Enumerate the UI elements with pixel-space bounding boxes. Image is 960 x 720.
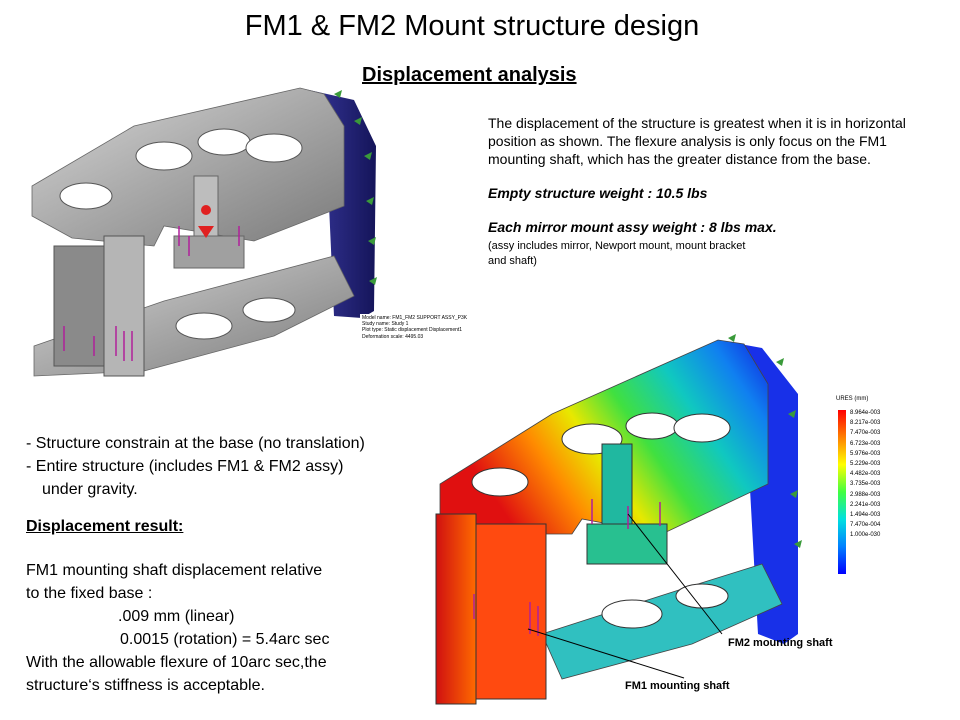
- legend-value: 3.735e-003: [850, 481, 881, 488]
- analysis-notes: - Structure constrain at the base (no tr…: [26, 432, 446, 697]
- linear-displacement: .009 mm (linear): [118, 608, 235, 625]
- assy-note-line: and shaft): [488, 255, 537, 267]
- slide-title: FM1 & FM2 Mount structure design: [244, 10, 700, 42]
- legend-value: 5.976e-003: [850, 450, 881, 457]
- legend-value: 2.241e-003: [850, 501, 881, 508]
- model-info-line: Study name: Study 1: [362, 321, 409, 328]
- bottom-plate: [541, 563, 783, 680]
- assy-note: (assy includes mirror, Newport mount, mo…: [488, 239, 908, 269]
- legend-values: 8.964e-003 8.217e-003 7.470e-003 6.723e-…: [850, 408, 880, 541]
- mirror-weight: Each mirror mount assy weight : 8 lbs ma…: [488, 219, 777, 235]
- fixture-arrow-icon: [334, 90, 377, 285]
- top-hole-1: [135, 141, 193, 171]
- load-arrow-icon: [473, 499, 661, 636]
- bottom-hole-2: [675, 583, 729, 609]
- legend-value: 4.482e-003: [850, 471, 881, 478]
- legend-value: 7.470e-003: [850, 430, 881, 437]
- fm1-leader-line: [527, 628, 685, 679]
- fm2-bracket: [586, 523, 668, 565]
- legend-value: 1.000e-030: [850, 532, 881, 539]
- fm2-leader-line: [627, 513, 723, 635]
- top-hole-2: [197, 128, 251, 156]
- legend-color-bar: [838, 410, 846, 574]
- gray-structure-model: [31, 87, 377, 377]
- legend-value: 7.470e-004: [850, 522, 881, 529]
- empty-weight: Empty structure weight : 10.5 lbs: [488, 185, 708, 201]
- model-info-line: Model name: FM1_FM2 SUPPORT ASSY_P3K: [362, 315, 468, 321]
- fm1-bracket: [435, 513, 477, 705]
- model-info-line: Plot type: Static displacement Displacem…: [362, 327, 463, 334]
- bottom-hole-2: [242, 297, 296, 323]
- result-line: FM1 mounting shaft displacement relative: [26, 562, 323, 579]
- force-marker-icon: [201, 205, 211, 215]
- top-hole-3: [245, 133, 303, 163]
- load-arrow-icon: [63, 226, 240, 361]
- result-line: to the fixed base :: [26, 585, 153, 602]
- model-info-line: Deformation scale: 4495.03: [362, 333, 424, 340]
- conclusion-line: With the allowable flexure of 10arc sec,…: [26, 654, 327, 671]
- top-hole-2: [625, 412, 679, 440]
- legend-value: 1.494e-003: [850, 512, 881, 519]
- gravity-note-cont: under gravity.: [42, 481, 138, 498]
- base-plate: [718, 340, 798, 644]
- constraint-note: - Structure constrain at the base (no tr…: [26, 435, 365, 452]
- legend-value: 8.964e-003: [850, 410, 881, 416]
- fm1-bracket: [53, 245, 105, 367]
- assy-note-line: (assy includes mirror, Newport mount, mo…: [488, 240, 746, 252]
- legend-title: URES (mm): [836, 396, 869, 402]
- displacement-contour-model: [435, 334, 802, 705]
- top-hole-3: [673, 413, 731, 443]
- fm1-callout: FM1 mounting shaft: [625, 680, 730, 692]
- top-hole-4: [471, 467, 529, 497]
- legend-value: 2.988e-003: [850, 491, 881, 498]
- force-arrow-icon: [198, 226, 214, 238]
- description-paragraph: The displacement of the structure is gre…: [488, 115, 906, 167]
- fm1-shaft: [475, 523, 547, 700]
- fm2-callout: FM2 mounting shaft: [728, 637, 833, 649]
- rotation-displacement: 0.0015 (rotation) = 5.4arc sec: [120, 631, 330, 648]
- legend-value: 8.217e-003: [850, 420, 881, 427]
- displacement-legend: URES (mm) 8.964e-003 8.217e-003 7.470e-0…: [836, 396, 916, 582]
- bottom-hole-1: [175, 312, 233, 340]
- top-plate: [31, 87, 345, 247]
- slide-subtitle: Displacement analysis: [362, 64, 577, 86]
- top-hole-4: [59, 182, 113, 210]
- conclusion-line: structure‘s stiffness is acceptable.: [26, 677, 265, 694]
- result-heading: Displacement result:: [26, 518, 184, 535]
- bottom-hole-1: [601, 599, 663, 629]
- gravity-note: - Entire structure (includes FM1 & FM2 a…: [26, 458, 344, 475]
- legend-value: 6.723e-003: [850, 440, 881, 447]
- fixture-arrow-icon: [728, 334, 802, 548]
- model-info-box: Model name: FM1_FM2 SUPPORT ASSY_P3K Stu…: [360, 314, 482, 341]
- legend-value: 5.229e-003: [850, 461, 881, 468]
- fm2-bracket: [173, 235, 245, 269]
- description-block: The displacement of the structure is gre…: [488, 114, 908, 269]
